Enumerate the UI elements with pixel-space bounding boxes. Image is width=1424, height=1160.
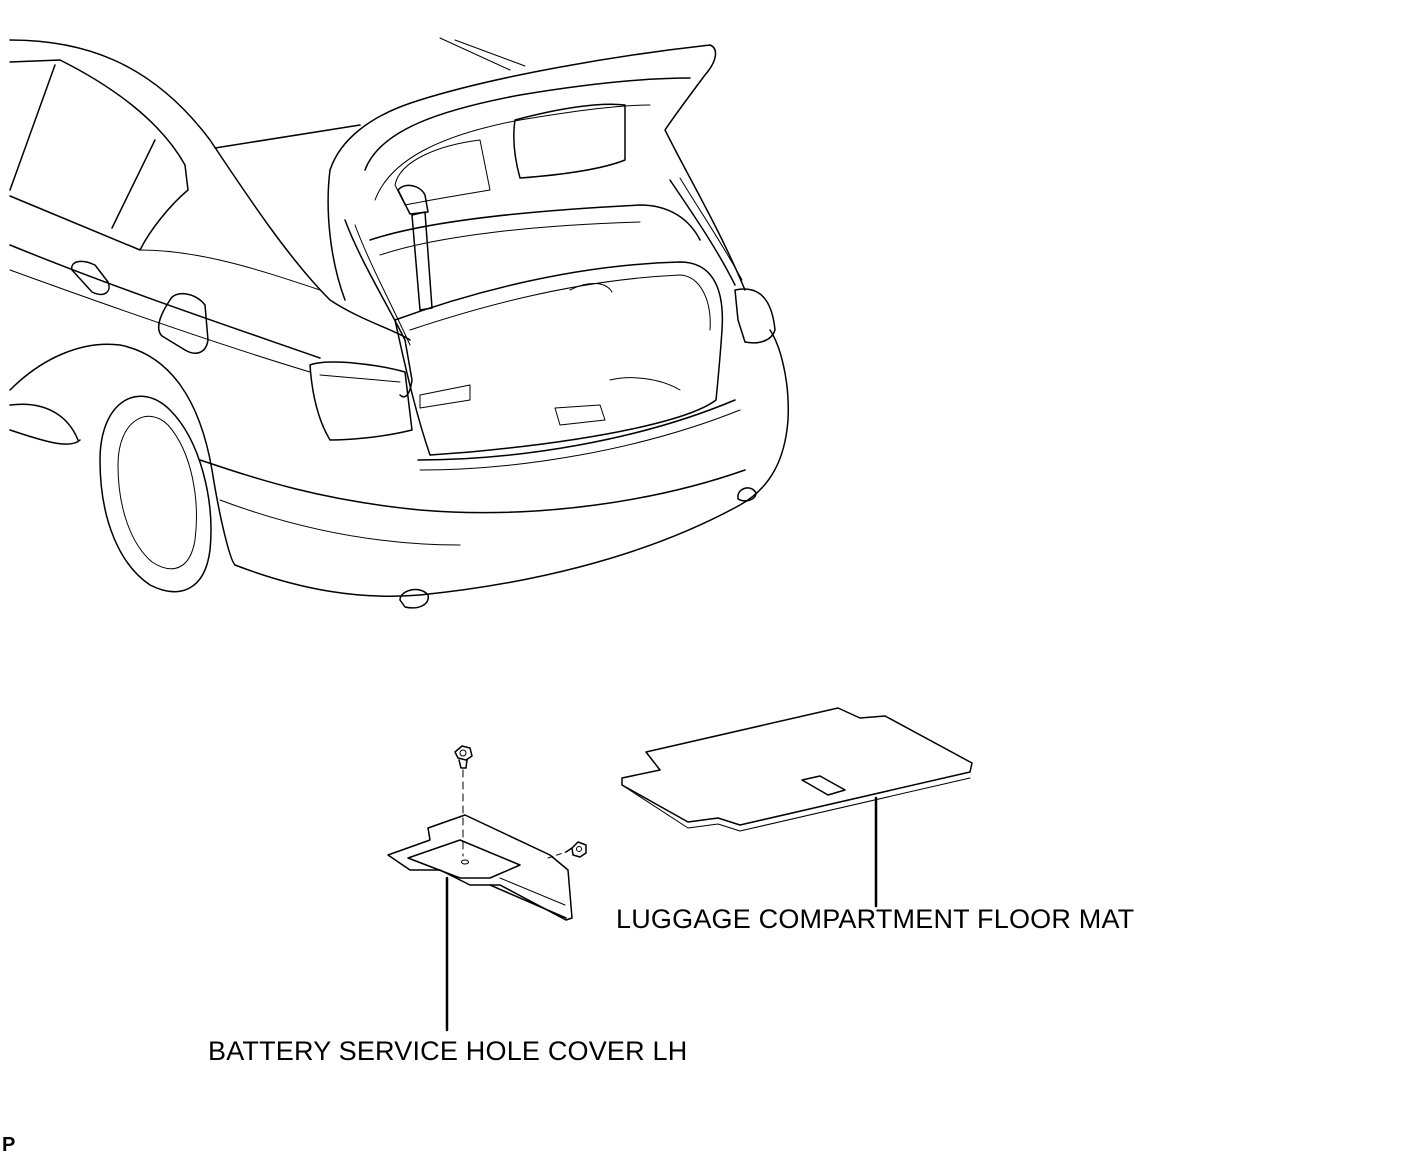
- figure-code: P: [2, 1134, 16, 1156]
- battery-cover-illustration: [387, 814, 573, 921]
- floor-mat-label: LUGGAGE COMPARTMENT FLOOR MAT: [616, 904, 1135, 934]
- clip-top: [454, 745, 473, 769]
- clip-side: [565, 841, 587, 858]
- clip-side-dashed-line: [547, 851, 567, 859]
- battery-cover-label: BATTERY SERVICE HOLE COVER LH: [208, 1036, 688, 1066]
- car-illustration: [9, 37, 790, 609]
- floor-mat-illustration: [621, 707, 973, 832]
